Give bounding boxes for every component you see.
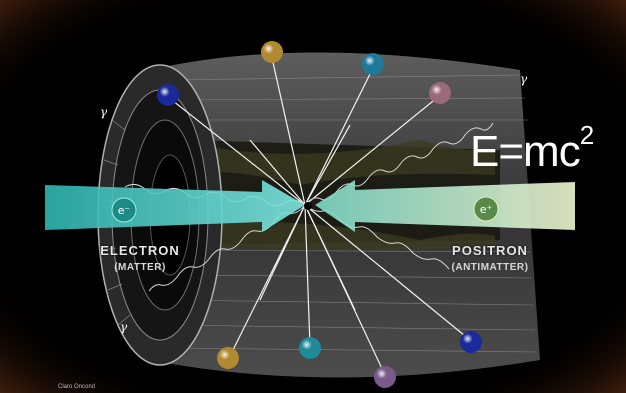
credit: Claro Oncond (58, 384, 95, 390)
particle-sphere-1 (261, 41, 283, 63)
gamma-label-top-left: γ (100, 105, 107, 119)
particle-sphere-2 (362, 53, 384, 75)
electron-symbol: e⁻ (118, 204, 131, 217)
particle-sphere-5 (217, 347, 239, 369)
particle-sphere-4 (157, 84, 179, 106)
gamma-label-bottom-left: γ (120, 320, 127, 334)
electron-label: ELECTRON (80, 243, 200, 258)
formula: E=mc2 (470, 120, 593, 177)
particle-sphere-6 (299, 337, 321, 359)
positron-beam (315, 180, 575, 232)
electron-sublabel: (MATTER) (80, 262, 200, 273)
particle-sphere-8 (460, 331, 482, 353)
particle-sphere-3 (429, 82, 451, 104)
collision-point (304, 202, 312, 210)
positron-symbol: e⁺ (480, 203, 493, 216)
particle-sphere-7 (374, 366, 396, 388)
positron-sublabel: (ANTIMATTER) (430, 262, 550, 273)
positron-label: POSITRON (430, 243, 550, 258)
gamma-label-top-right: γ (520, 72, 527, 86)
formula-base: E=mc (470, 127, 580, 176)
formula-exponent: 2 (580, 120, 593, 150)
